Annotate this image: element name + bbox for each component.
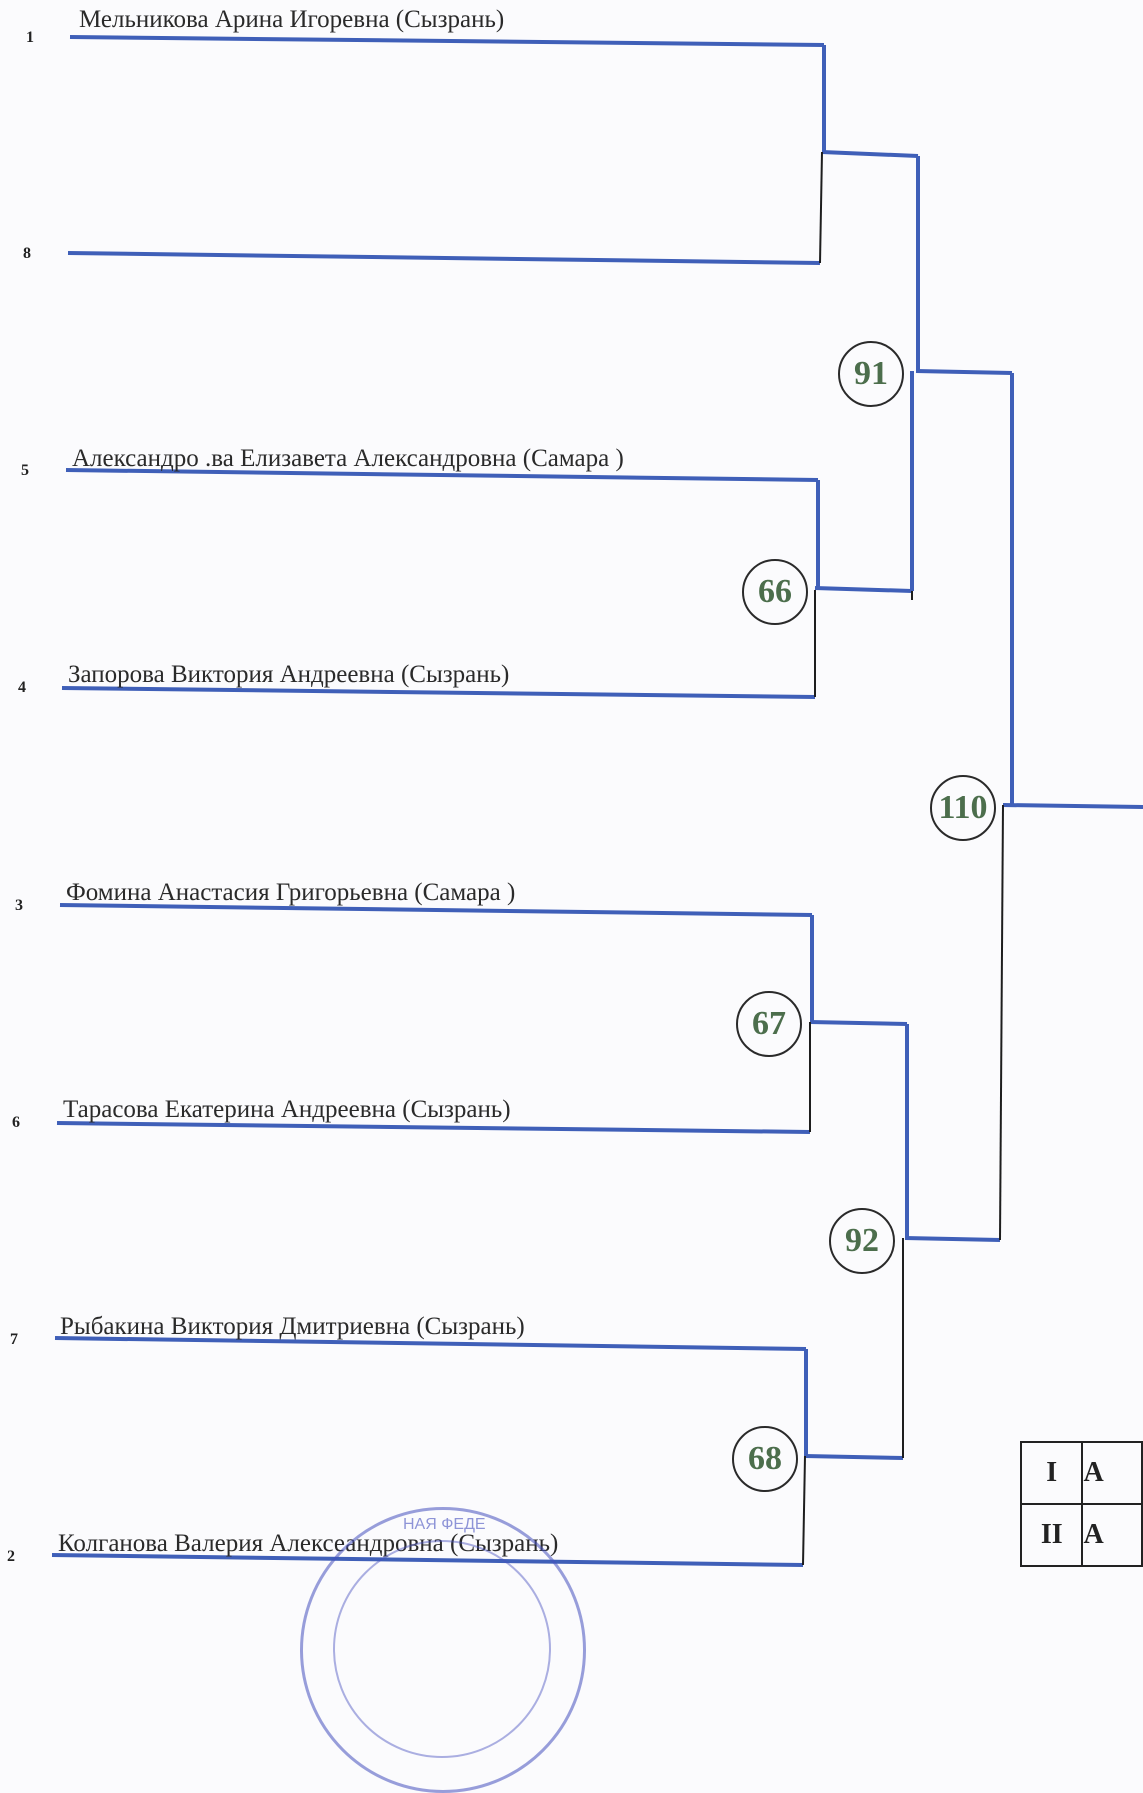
bracket-line-seed-1	[69, 35, 825, 47]
bracket-line-seed-5	[65, 468, 819, 482]
bracket-line-seed-6	[56, 1121, 811, 1134]
place-winner: A	[1081, 1441, 1143, 1505]
places-table: I A II A	[1019, 1441, 1143, 1567]
bracket-line-seed-3	[59, 903, 813, 917]
table-row: II A	[1019, 1503, 1143, 1567]
match-number-68: 68	[732, 1426, 798, 1492]
bracket-lines	[51, 35, 1143, 1567]
match-number-67: 67	[736, 991, 802, 1057]
seed-number: 1	[26, 29, 34, 46]
seed-number: 2	[7, 1548, 15, 1565]
bracket-line-w110	[1002, 803, 1143, 809]
bracket-line-seed-4	[61, 686, 816, 699]
seed-number: 3	[15, 897, 23, 914]
player-name: Рыбакина Виктория Дмитриевна (Сызрань)	[60, 1313, 525, 1340]
player-name: Тарасова Екатерина Андреевна (Сызрань)	[63, 1096, 511, 1123]
bracket-line-w68	[804, 1454, 904, 1460]
bracket-line-w91	[915, 369, 1013, 375]
match-number-92: 92	[829, 1208, 895, 1274]
seed-number: 6	[12, 1114, 20, 1131]
bracket-line-seed-7	[54, 1336, 807, 1351]
place-winner: A	[1081, 1503, 1143, 1567]
place-rank: II	[1019, 1503, 1084, 1567]
bracket-line-seed-8	[67, 251, 821, 265]
seed-number: 5	[21, 462, 29, 479]
tournament-bracket-page: 1 8 5 4 3 6 7 2 Мельникова Арина Игоревн…	[7, 6, 1143, 1793]
player-name: Александро .ва Елизавета Александровна (…	[72, 445, 624, 472]
seed-number: 7	[10, 1331, 18, 1348]
place-rank: I	[1019, 1441, 1084, 1505]
bracket-line-w66	[814, 586, 913, 593]
player-name: Мельникова Арина Игоревна (Сызрань)	[79, 6, 505, 33]
match-number-66: 66	[742, 559, 808, 625]
official-stamp: НАЯ ФЕДЕ	[300, 1507, 586, 1793]
seed-number: 4	[18, 679, 26, 696]
bracket-line-w1	[821, 150, 919, 158]
seed-number: 8	[23, 245, 31, 262]
player-name: Запорова Виктория Андреевна (Сызрань)	[68, 661, 510, 688]
match-number-110: 110	[930, 775, 996, 841]
stamp-text: НАЯ ФЕДЕ	[403, 1516, 486, 1533]
match-number-91: 91	[838, 341, 904, 407]
bracket-line-w67	[809, 1020, 908, 1026]
player-name: Фомина Анастасия Григорьевна (Самара )	[66, 879, 516, 906]
bracket-line-w92	[904, 1236, 1001, 1242]
table-row: I A	[1019, 1441, 1143, 1505]
